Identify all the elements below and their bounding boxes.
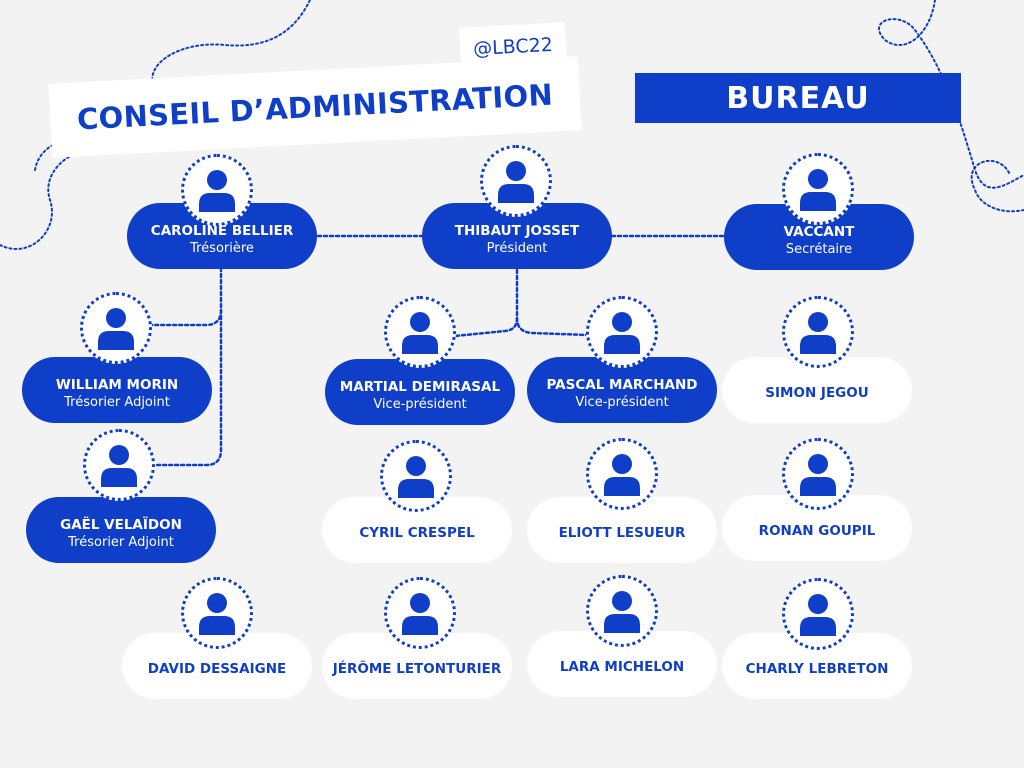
bureau-label: BUREAU: [726, 80, 870, 116]
member-name: ELIOTT LESUEUR: [558, 525, 686, 541]
member-name: JÉRÔME LETONTURIER: [332, 661, 502, 677]
avatar: [782, 296, 854, 368]
connector-caroline-gael: [153, 308, 223, 467]
swirl-right: [970, 159, 1024, 213]
member-card-jerome: JÉRÔME LETONTURIER: [322, 633, 512, 699]
avatar: [380, 440, 452, 512]
member-role: Trésorière: [190, 240, 254, 256]
member-name: DAVID DESSAIGNE: [147, 661, 287, 677]
member-name: CAROLINE BELLIER: [150, 222, 294, 239]
member-card-simon: SIMON JEGOU: [722, 357, 912, 423]
connector-thibaut-pascal: [515, 316, 590, 337]
avatar: [181, 154, 253, 226]
bureau-banner: BUREAU: [635, 73, 961, 123]
person-icon: [800, 454, 836, 496]
avatar: [586, 296, 658, 368]
swirl-top-left: [0, 0, 311, 250]
member-role: Vice-président: [575, 394, 669, 410]
avatar: [181, 577, 253, 649]
member-name: RONAN GOUPIL: [758, 523, 876, 539]
member-card-gael: GAËL VELAÏDON Trésorier Adjoint: [26, 497, 216, 563]
swirl-top-right: [878, 0, 1024, 189]
handle-text: @LBC22: [472, 33, 554, 61]
avatar: [83, 429, 155, 501]
person-icon: [199, 593, 235, 635]
member-role: Trésorier Adjoint: [68, 534, 174, 550]
member-role: Vice-président: [373, 396, 467, 412]
person-icon: [398, 456, 434, 498]
avatar: [782, 153, 854, 225]
connector-thibaut-martial: [453, 268, 519, 338]
person-icon: [98, 308, 134, 350]
person-icon: [800, 594, 836, 636]
avatar: [384, 296, 456, 368]
person-icon: [604, 454, 640, 496]
avatar: [384, 577, 456, 649]
member-role: Trésorier Adjoint: [64, 394, 170, 410]
person-icon: [800, 312, 836, 354]
member-name: WILLIAM MORIN: [55, 376, 179, 393]
member-name: CHARLY LEBRETON: [745, 661, 889, 677]
person-icon: [604, 312, 640, 354]
person-icon: [402, 312, 438, 354]
member-card-charly: CHARLY LEBRETON: [722, 633, 912, 699]
member-name: SIMON JEGOU: [765, 385, 869, 401]
person-icon: [199, 170, 235, 212]
member-name: GAËL VELAÏDON: [60, 516, 182, 533]
handle-tag: @LBC22: [458, 22, 568, 72]
avatar: [586, 438, 658, 510]
avatar: [782, 578, 854, 650]
member-name: LARA MICHELON: [559, 659, 685, 675]
connector-caroline-william: [148, 266, 223, 327]
person-icon: [604, 591, 640, 633]
member-role: Secrétaire: [785, 241, 853, 257]
member-card-vaccant: VACCANT Secrétaire: [724, 204, 914, 270]
member-name: PASCAL MARCHAND: [546, 376, 698, 393]
member-name: VACCANT: [783, 223, 855, 240]
person-icon: [402, 593, 438, 635]
page-title: CONSEIL D’ADMINISTRATION: [76, 77, 554, 137]
member-role: Président: [486, 240, 548, 256]
person-icon: [101, 445, 137, 487]
member-card-pascal: PASCAL MARCHAND Vice-président: [527, 357, 717, 423]
avatar: [80, 292, 152, 364]
avatar: [586, 575, 658, 647]
person-icon: [800, 169, 836, 211]
member-name: MARTIAL DEMIRASAL: [339, 378, 501, 395]
avatar: [782, 438, 854, 510]
member-name: THIBAUT JOSSET: [454, 222, 580, 239]
member-card-william: WILLIAM MORIN Trésorier Adjoint: [22, 357, 212, 423]
person-icon: [498, 161, 534, 203]
member-card-martial: MARTIAL DEMIRASAL Vice-président: [325, 359, 515, 425]
avatar: [480, 145, 552, 217]
member-name: CYRIL CRESPEL: [359, 525, 475, 541]
